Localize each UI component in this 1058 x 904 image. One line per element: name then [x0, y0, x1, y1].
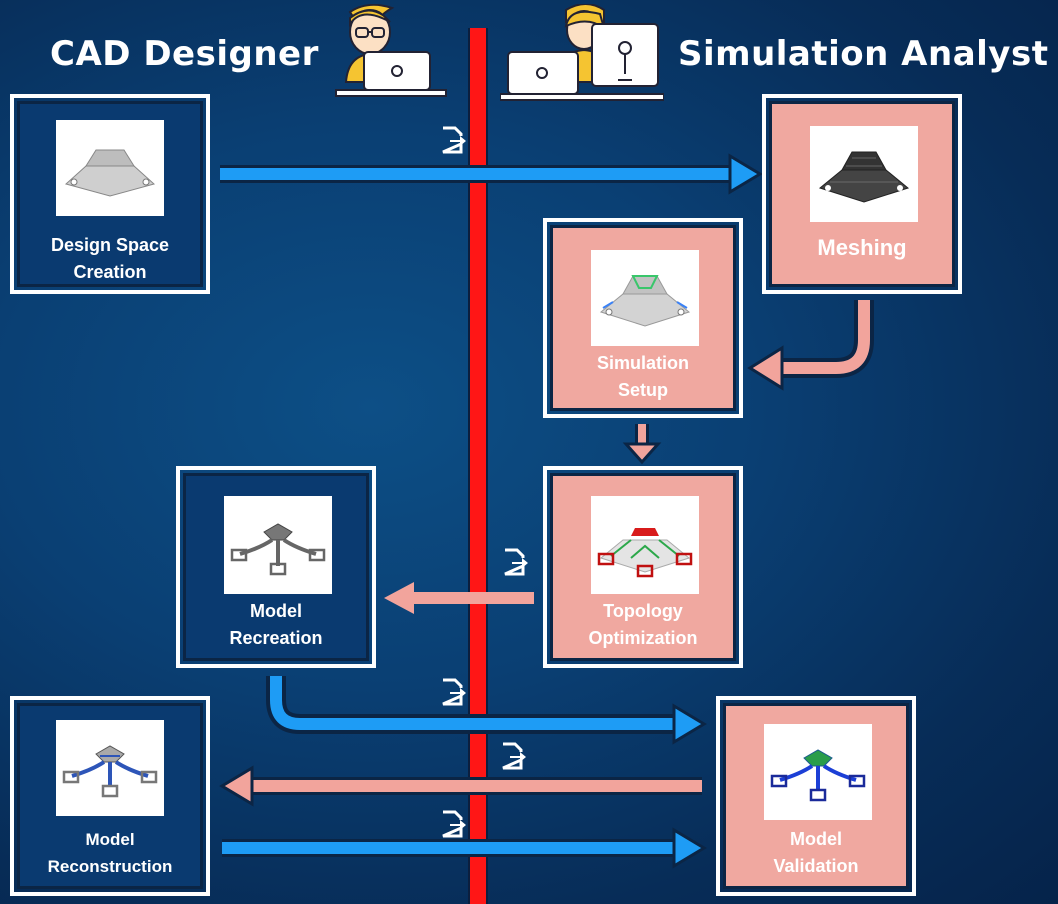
node-model-reconstruction[interactable]: Model Reconstruction — [10, 696, 210, 896]
design-space-thumbnail — [56, 120, 164, 216]
arrow-design-to-meshing — [220, 153, 763, 195]
analyst-computer-icon — [500, 4, 664, 101]
arrow-recreation-to-validation — [266, 676, 707, 745]
node-label: Design Space Creation — [20, 232, 200, 286]
node-label-line: Simulation — [596, 353, 689, 373]
node-label: Topology Optimization — [553, 598, 733, 652]
simulation-analyst-header: Simulation Analyst — [678, 34, 1049, 74]
document-handoff-icon — [504, 548, 528, 576]
node-label-line: Model — [790, 829, 842, 849]
node-label: Model Reconstruction — [20, 826, 200, 880]
node-label-line: Meshing — [817, 235, 907, 260]
arrow-topology-to-recreation — [384, 582, 534, 614]
arrow-meshing-to-setup — [747, 300, 874, 391]
node-label-line: Reconstruction — [47, 857, 173, 876]
node-meshing[interactable]: Meshing — [762, 94, 962, 294]
arrow-validation-to-reconstruction — [219, 765, 702, 807]
node-label: Simulation Setup — [553, 350, 733, 404]
document-handoff-icon — [502, 742, 526, 770]
node-model-recreation[interactable]: Model Recreation — [176, 466, 376, 668]
lane-divider — [468, 28, 488, 904]
model-recreation-thumbnail — [224, 496, 332, 594]
node-label-line: Model — [85, 830, 135, 849]
node-label: Model Recreation — [186, 598, 366, 652]
node-topology-optimization[interactable]: Topology Optimization — [543, 466, 743, 668]
node-label: Model Validation — [726, 826, 906, 880]
document-handoff-icon — [442, 678, 466, 706]
node-label: Meshing — [772, 234, 952, 261]
node-label-line: Validation — [773, 856, 859, 876]
node-design-space-creation[interactable]: Design Space Creation — [10, 94, 210, 294]
simulation-setup-thumbnail — [591, 250, 699, 346]
arrow-reconstruction-to-validation — [222, 827, 707, 869]
document-handoff-icon — [442, 810, 466, 838]
node-label-line: Topology — [603, 601, 683, 621]
model-validation-thumbnail — [764, 724, 872, 820]
node-label-line: Recreation — [229, 628, 323, 648]
designer-laptop-icon — [335, 4, 447, 97]
node-label-line: Creation — [73, 262, 147, 282]
node-model-validation[interactable]: Model Validation — [716, 696, 916, 896]
meshing-thumbnail — [810, 126, 918, 222]
model-reconstruction-thumbnail — [56, 720, 164, 816]
node-label-line: Optimization — [588, 628, 698, 648]
cad-designer-header: CAD Designer — [50, 34, 319, 74]
topology-optimization-thumbnail — [591, 496, 699, 594]
node-label-line: Design Space — [50, 235, 170, 255]
document-handoff-icon — [442, 126, 466, 154]
node-simulation-setup[interactable]: Simulation Setup — [543, 218, 743, 418]
node-label-line: Setup — [617, 380, 668, 400]
arrow-setup-to-topology — [622, 424, 662, 465]
node-label-line: Model — [250, 601, 302, 621]
